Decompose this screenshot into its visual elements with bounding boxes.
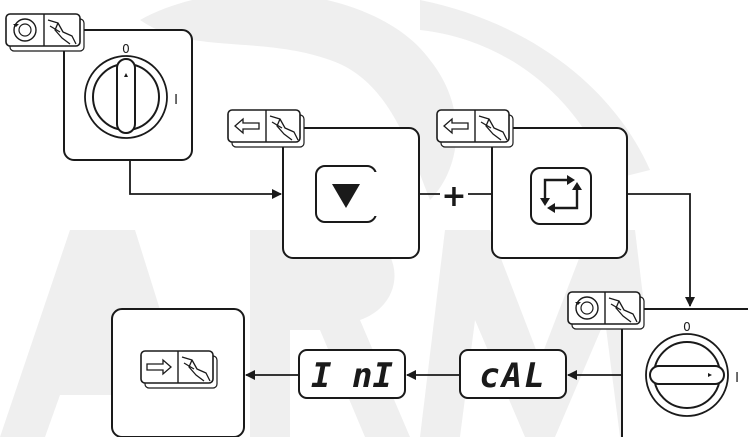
press-hand-icon: [181, 356, 211, 382]
switch-bottom-off-mark: 0: [683, 320, 691, 334]
plus-sign: +: [441, 179, 466, 214]
final-step-box: [111, 308, 245, 437]
press-hand-icon: [608, 297, 638, 323]
press-hand-icon: [478, 115, 508, 141]
arrow-left-icon: [443, 117, 469, 135]
rotate-hand-badge-top: [5, 13, 85, 52]
rotate-hand-badge-bottom: [567, 291, 645, 330]
connectors: [129, 160, 695, 380]
display-cal-text: cAL: [479, 356, 546, 396]
switch-box-bottom: 0 I: [621, 308, 748, 437]
rotary-switch-bottom[interactable]: [645, 333, 729, 417]
switch-top-off-mark: 0: [122, 42, 130, 56]
triangle-down-icon: [332, 184, 360, 208]
cycle-button[interactable]: [530, 167, 592, 225]
rotate-switch-icon: [575, 296, 599, 320]
display-ini-text: I nI: [311, 356, 393, 396]
arrow-right-icon: [146, 358, 172, 376]
triangle-down-button[interactable]: [315, 165, 379, 223]
connector-cycle-to-switch: [627, 193, 695, 307]
switch-box-top: 0 I: [63, 29, 193, 161]
step-box-triangle: [282, 127, 420, 259]
display-cal: cAL: [459, 349, 567, 399]
rotary-switch-top[interactable]: [84, 55, 168, 139]
press-hand-icon: [269, 115, 299, 141]
press-hand-icon: [47, 19, 77, 45]
connector-switch-to-triangle: [129, 160, 282, 199]
switch-bottom-on-mark: I: [735, 371, 739, 386]
switch-top-on-mark: I: [174, 93, 178, 108]
cycle-arrows-icon: [543, 178, 579, 210]
arrow-hand-badge-final: [140, 350, 218, 389]
arrow-left-icon: [234, 117, 260, 135]
arrow-hand-badge-1: [227, 109, 305, 148]
display-ini: I nI: [298, 349, 406, 399]
step-box-cycle: [491, 127, 628, 259]
arrow-hand-badge-2: [436, 109, 514, 148]
rotate-switch-icon: [13, 18, 37, 42]
